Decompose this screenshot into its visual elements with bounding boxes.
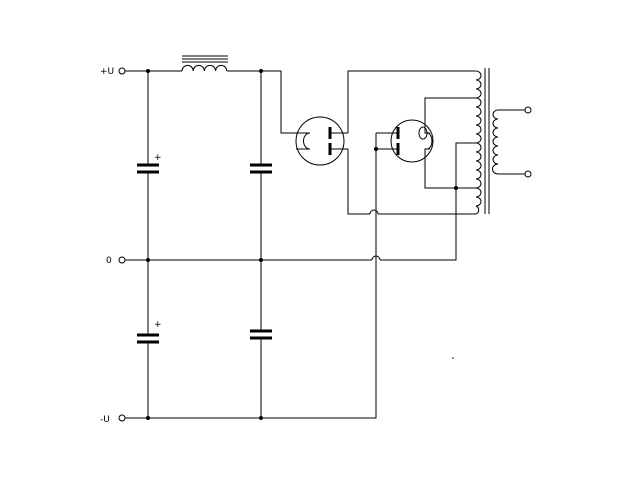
polarity-mark-top: +: [154, 153, 162, 163]
transformer-winding-mains: [492, 109, 525, 175]
terminal-label-plus: +U: [100, 67, 114, 77]
terminal-zero: [118, 256, 126, 264]
transformer-core: [484, 68, 490, 214]
capacitor-left-bottom: [137, 333, 159, 344]
junction-dot: [146, 258, 150, 262]
junction-dot: [146, 416, 150, 420]
junction-dot: [259, 69, 263, 73]
terminal-plus: [118, 67, 126, 75]
capacitor-left-top: [137, 163, 159, 174]
polarity-mark-bottom: +: [154, 320, 162, 330]
terminal-label-zero: 0: [106, 256, 112, 266]
junction-dot: [146, 69, 150, 73]
tube2-filament-wire-top: [424, 97, 476, 134]
capacitor-right-bottom: [250, 329, 272, 340]
mains-terminal-top: [524, 106, 532, 114]
filter-choke: [181, 55, 228, 72]
tube1-plate-wire-bottom: [347, 149, 370, 215]
center-tap-wire: [455, 142, 476, 188]
capacitor-right-top: [250, 163, 272, 174]
mains-terminal-bottom: [524, 170, 532, 178]
transformer-winding-high-voltage: [475, 70, 482, 215]
tube2-filament-wire-bottom: [424, 148, 476, 189]
positive-rail: [125, 70, 296, 134]
junction-dot: [259, 416, 263, 420]
tube1-plate-wire-top: [347, 70, 476, 133]
zero-rail: [125, 215, 457, 261]
negative-rail: [125, 149, 377, 419]
wire-crossover: [369, 209, 379, 215]
terminal-minus: [118, 414, 126, 422]
stray-dot: [452, 357, 454, 359]
terminal-label-minus: -U: [100, 415, 110, 425]
junction-dot: [259, 258, 263, 262]
rectifier-tube-2: [375, 119, 434, 163]
rectifier-tube-1: [295, 116, 348, 166]
